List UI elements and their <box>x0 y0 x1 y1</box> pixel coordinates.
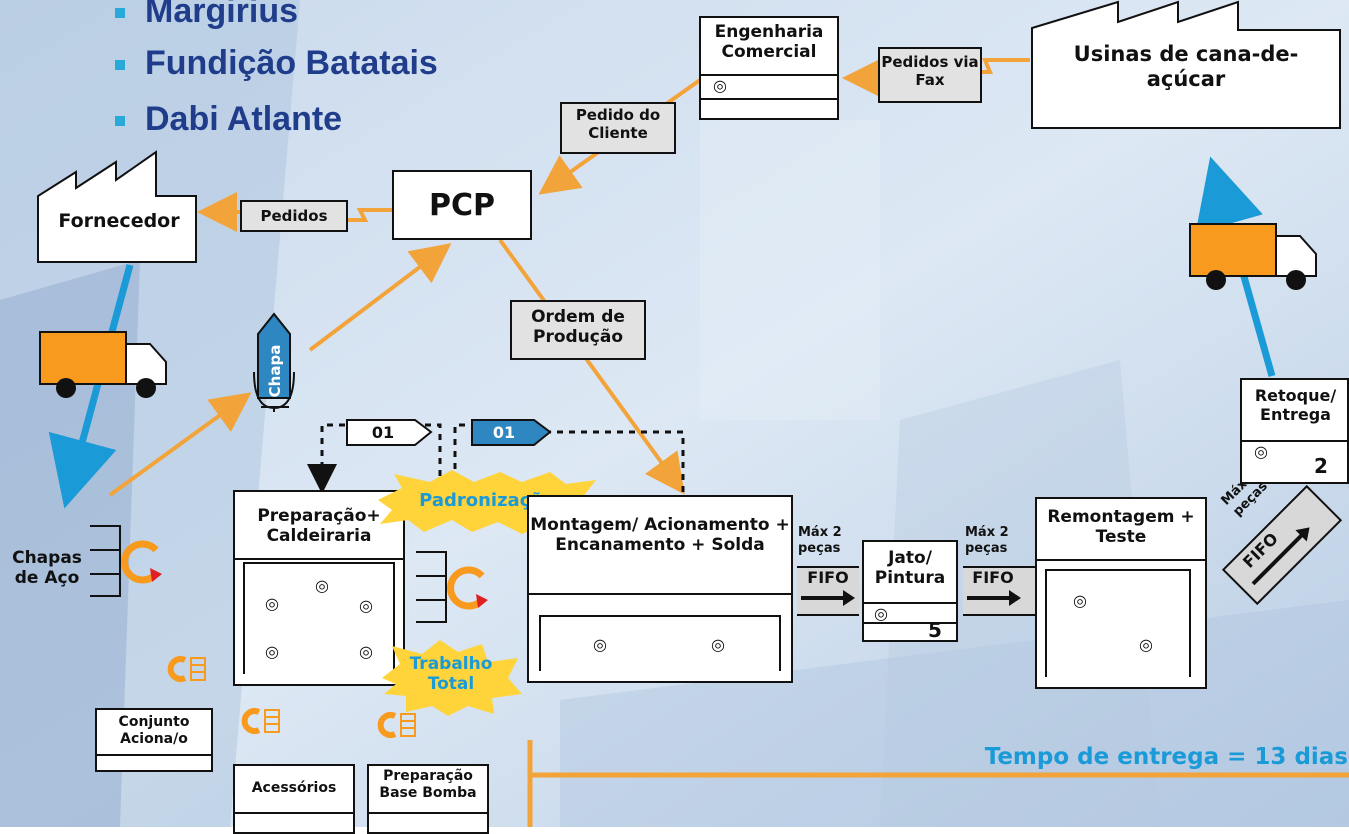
conjunto-label: Conjunto Aciona/o <box>118 714 190 747</box>
arrow-chapas-to-kanban <box>108 392 252 497</box>
kanban-card-1: 01 <box>371 423 395 442</box>
withdrawal-icon <box>167 656 206 682</box>
operator-icon: ◎ <box>265 594 279 613</box>
fifo-label: FIFO <box>807 568 849 587</box>
kanban-post-base <box>261 406 289 408</box>
engenharia-label: Engenharia Comercial <box>714 22 824 63</box>
base-bomba-label: Preparação Base Bomba <box>379 768 477 801</box>
operator-icon: ◎ <box>1254 442 1268 461</box>
kanban-card-2-shape <box>471 419 552 446</box>
operator-icon: ◎ <box>1139 635 1153 654</box>
montagem-label: Montagem/ Acionamento + Encanamento + So… <box>530 515 790 556</box>
kaizen-burst-trabalho-total <box>382 640 522 716</box>
base-bomba-box: Preparação Base Bomba <box>367 764 489 834</box>
truck-icon-supply <box>39 331 167 398</box>
kanban-loop-1 <box>307 423 345 494</box>
conjunto-box: Conjunto Aciona/o <box>95 708 213 772</box>
usinas-label: Usinas de cana-de-açúcar <box>1073 42 1299 92</box>
fornecedor-label: Fornecedor <box>58 210 180 232</box>
operator-icon: ◎ <box>359 642 373 661</box>
acessorios-box: Acessórios <box>233 764 355 834</box>
retoque-label: Retoque/ Entrega <box>1254 386 1337 425</box>
jato-operator-count: 5 <box>928 618 942 642</box>
pedido-cliente-label: Pedido do Cliente <box>560 102 676 154</box>
pedidos-label: Pedidos <box>240 200 348 232</box>
usinas-factory-icon <box>1031 0 1341 129</box>
operator-icon: ◎ <box>315 576 329 595</box>
fifo-label: FIFO <box>972 568 1014 587</box>
kanban-post-label-wrap: Chapa <box>262 342 288 398</box>
padronizacao-label: Padronização <box>419 490 555 511</box>
bullet-item-3: Dabi Atlante <box>115 100 342 139</box>
supermarket-icon <box>416 551 488 623</box>
fifo-max-1: Máx 2 peças <box>798 525 842 556</box>
pcp-box: PCP <box>392 170 532 240</box>
bullet-item-2: Fundição Batatais <box>115 44 438 83</box>
kanban-post-label: Chapa <box>266 344 284 398</box>
preparacao-box: Preparação+ Caldeiraria ◎ ◎ ◎ ◎ ◎ <box>233 490 405 686</box>
ordem-producao-label: Ordem de Produção <box>510 300 646 360</box>
kanban-loop-2 <box>425 423 442 495</box>
jato-pintura-box: Jato/ Pintura ◎ 5 <box>862 540 958 642</box>
operator-icon: ◎ <box>593 635 607 654</box>
kanban-loop-3 <box>453 423 465 495</box>
withdrawal-icon <box>377 712 416 738</box>
kanban-card-2: 01 <box>492 423 516 442</box>
operator-icon: ◎ <box>1073 591 1087 610</box>
fifo-lane-2: FIFO <box>963 566 1035 616</box>
lead-time-label: Tempo de entrega = 13 dias <box>984 744 1348 770</box>
montagem-box: Montagem/ Acionamento + Encanamento + So… <box>527 495 793 683</box>
operator-icon: ◎ <box>713 76 727 95</box>
fornecedor-factory-icon <box>37 150 197 263</box>
fifo-max-2: Máx 2 peças <box>965 525 1009 556</box>
operator-icon: ◎ <box>711 635 725 654</box>
engenharia-comercial-box: Engenharia Comercial ◎ <box>699 16 839 120</box>
acessorios-label: Acessórios <box>251 780 337 796</box>
kanban-loop-4 <box>545 430 685 497</box>
kanban-post-icon <box>253 312 295 412</box>
remontagem-label: Remontagem + Teste <box>1047 507 1195 548</box>
withdrawal-icon <box>241 708 280 734</box>
arrow-kanban-to-pcp <box>308 243 452 352</box>
bullet-item-1: Margirius <box>115 0 298 31</box>
chapas-label: Chapas de Aço <box>12 548 82 589</box>
pedidos-fax-label: Pedidos via Fax <box>878 47 982 103</box>
arrow-ordem-producao <box>498 238 685 495</box>
supermarket-icon-chapas <box>90 525 162 597</box>
operator-icon: ◎ <box>265 642 279 661</box>
retoque-box: Retoque/ Entrega ◎ 2 <box>1240 378 1349 484</box>
retoque-operator-count: 2 <box>1314 454 1328 478</box>
kanban-card-1-shape <box>346 419 433 446</box>
operator-icon: ◎ <box>874 604 888 623</box>
trabalho-total-label: Trabalho Total <box>409 654 493 695</box>
preparacao-label: Preparação+ Caldeiraria <box>257 506 381 547</box>
fifo-lane-1: FIFO <box>797 566 859 616</box>
pcp-label: PCP <box>429 188 495 223</box>
truck-icon-delivery <box>1189 223 1317 290</box>
remontagem-box: Remontagem + Teste ◎ ◎ <box>1035 497 1207 689</box>
operator-icon: ◎ <box>359 596 373 615</box>
jato-label: Jato/ Pintura <box>874 548 946 589</box>
